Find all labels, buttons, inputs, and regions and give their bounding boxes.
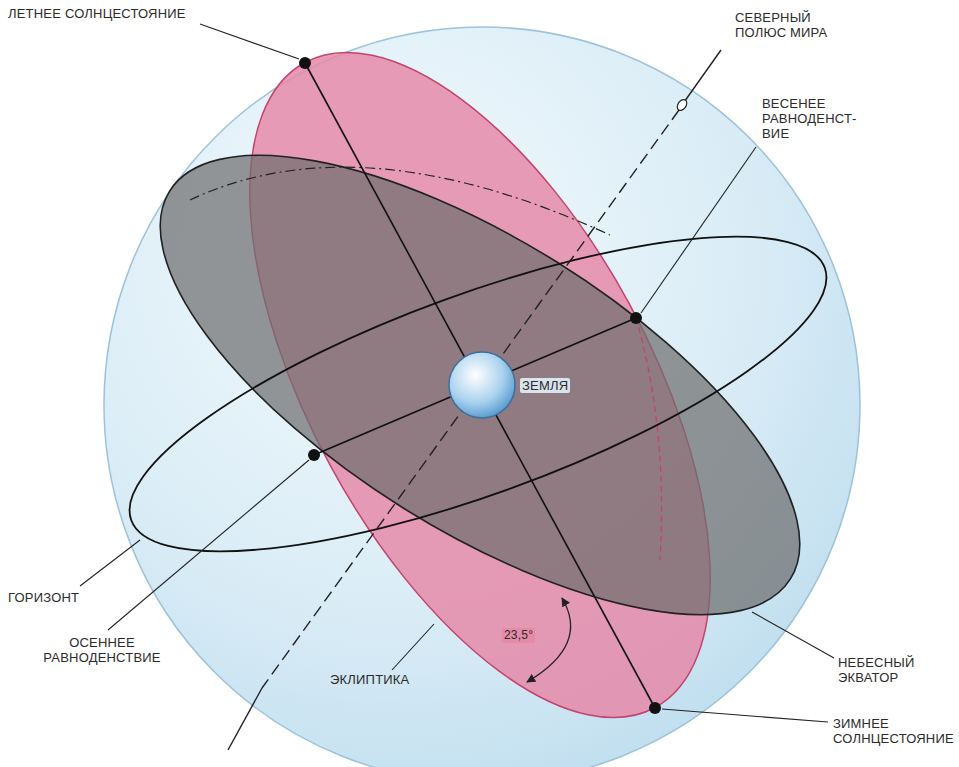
world-axis bbox=[682, 50, 721, 105]
point-label: ВЕСЕНЕЕ РАВНОДЕНСТ- ВИЕ bbox=[762, 96, 870, 141]
plane-label: ГОРИЗОНТ bbox=[8, 590, 79, 605]
ecliptic-back bbox=[636, 318, 662, 560]
leader-line bbox=[662, 709, 828, 722]
equinox-line bbox=[314, 318, 636, 455]
earth-globe bbox=[449, 352, 515, 418]
equator-plane bbox=[93, 68, 867, 702]
equinox-point bbox=[308, 449, 320, 461]
leader-line bbox=[80, 540, 140, 586]
point-label: ОСЕННЕЕ РАВНОДЕНСТВИЕ bbox=[38, 635, 166, 665]
earth-label: ЗЕМЛЯ bbox=[520, 378, 570, 393]
point-label: ЛЕТНЕЕ СОЛНЦЕСТОЯНИЕ bbox=[8, 6, 186, 21]
world-axis bbox=[228, 688, 262, 750]
angle-value: 23,5° bbox=[502, 628, 535, 643]
pole-label: СЕВЕРНЫЙ ПОЛЮС МИРА bbox=[735, 10, 845, 40]
leader-lines bbox=[80, 24, 834, 722]
solstice-point bbox=[299, 57, 311, 69]
pole-mark bbox=[675, 98, 688, 112]
leader-line bbox=[392, 624, 434, 670]
leader-line bbox=[108, 460, 309, 630]
plane-label: ЭКЛИПТИКА bbox=[330, 672, 409, 687]
point-label: ЗИМНЕЕ СОЛНЦЕСТОЯНИЕ bbox=[833, 716, 953, 746]
back-arc bbox=[190, 167, 610, 235]
plane-label: НЕБЕСНЫЙ ЭКВАТОР bbox=[838, 655, 948, 685]
horizon-ring bbox=[97, 174, 859, 614]
equinox-point bbox=[630, 312, 642, 324]
leader-line bbox=[752, 612, 834, 658]
solstice-point bbox=[649, 702, 661, 714]
world-axis bbox=[262, 110, 679, 688]
solstice-line bbox=[305, 63, 655, 708]
leader-line bbox=[200, 24, 299, 59]
leader-line bbox=[641, 147, 756, 313]
